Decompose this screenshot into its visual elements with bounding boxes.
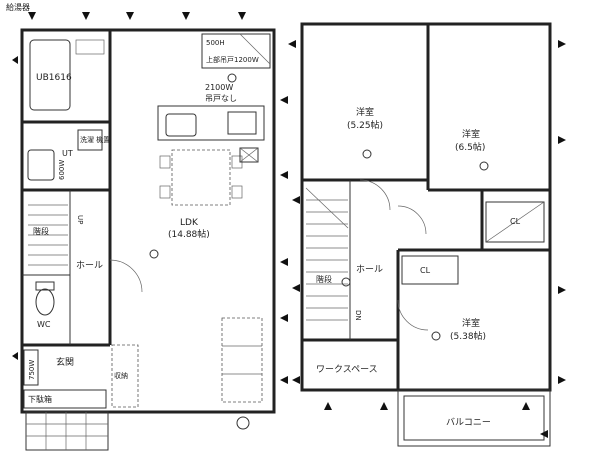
toilet-bowl — [35, 288, 55, 316]
hall-2f-label: ホール — [356, 264, 383, 275]
floor-2: 階段 DN ホール CL CL 洋室 (5.25帖) 洋室 (6.5帖) 洋室 … — [300, 22, 552, 447]
light-fixture — [479, 161, 489, 171]
kitchen-width-label: 2100W — [205, 83, 233, 92]
stairs-2f — [305, 187, 349, 321]
upper-shelf — [201, 33, 271, 69]
room2-size-label: (6.5帖) — [455, 141, 485, 153]
up-mark: UP — [76, 215, 84, 224]
porch — [25, 411, 109, 451]
room3-size-label: (5.38帖) — [450, 330, 486, 342]
closet-a-label: CL — [510, 217, 521, 226]
toilet-tank — [35, 281, 55, 291]
closet-a — [485, 201, 545, 243]
floor-2-outer-wall — [300, 22, 552, 392]
light-fixture — [227, 73, 237, 83]
hall-1f-label: ホール — [76, 260, 103, 271]
floor-1-outer-wall — [20, 28, 276, 414]
room1-size-label: (5.25帖) — [347, 119, 383, 131]
kitchen-stove — [227, 111, 257, 135]
entrance-label: 玄関 — [56, 356, 74, 368]
room3-name-label: 洋室 — [462, 317, 480, 329]
room1-name-label: 洋室 — [356, 106, 374, 118]
closet-b-label: CL — [420, 266, 431, 275]
floor-1: UB1616 洗濯 機置 UT 600W 階段 UP ホール WC 750W 玄… — [6, 2, 276, 451]
upper-cabinet-label: 上部吊戸1200W — [206, 55, 259, 64]
bathtub — [29, 39, 71, 111]
stairs-1f — [28, 204, 68, 266]
washer-space — [77, 129, 103, 151]
washer-label: 洗濯 機置 — [80, 135, 110, 144]
toilet-label: WC — [37, 320, 51, 329]
light-fixture — [362, 149, 372, 159]
balcony-outline — [397, 389, 551, 447]
floor-1-window-markers — [12, 12, 288, 384]
storage-label: 収納 — [114, 371, 128, 380]
door-swing-room1 — [359, 179, 391, 211]
ac-x-2 — [239, 147, 259, 163]
down-mark: DN — [354, 310, 362, 321]
bath-label: UB1616 — [36, 73, 72, 83]
washroom-label: UT — [62, 149, 73, 158]
balcony-inner — [403, 395, 545, 441]
dining-table — [171, 149, 231, 206]
door-swing-room2 — [397, 205, 427, 235]
shelf-width-label: 500H — [206, 39, 225, 47]
no-upper-cabinet-label: 吊戸なし — [205, 94, 237, 103]
shoe-box-label: 下駄箱 — [28, 394, 52, 404]
storage-area — [111, 344, 139, 408]
shoe-rack — [23, 349, 39, 386]
stairs-2f-label: 階段 — [316, 274, 332, 284]
chair-1 — [159, 155, 171, 169]
stairs-1f-label: 階段 — [33, 226, 49, 236]
sofa — [221, 317, 263, 403]
chair-4 — [231, 185, 243, 199]
water-heater-label: 給湯器 — [6, 2, 30, 12]
light-fixture — [341, 277, 351, 287]
room2-name-label: 洋室 — [462, 128, 480, 140]
shoe-rack-label: 750W — [28, 360, 36, 380]
kitchen-sink — [165, 113, 197, 137]
ldk-size-label: (14.88帖) — [168, 228, 210, 240]
bath-shelf — [75, 39, 105, 55]
light-fixture — [149, 249, 159, 259]
shelf-diagonal — [239, 33, 271, 65]
light-fixture — [431, 331, 441, 341]
meter-symbol — [236, 416, 250, 430]
vanity-sink — [27, 149, 55, 181]
ldk-name-label: LDK — [180, 218, 199, 228]
closet-a-diagonal — [485, 201, 545, 243]
floor-2-window-markers — [288, 40, 566, 438]
balcony-label: バルコニー — [446, 417, 491, 428]
workspace-label: ワークスペース — [316, 364, 378, 375]
ac-unit — [239, 147, 259, 163]
hall-door-swing — [109, 259, 143, 293]
closet-b — [401, 255, 459, 285]
kitchen-counter — [157, 105, 265, 141]
shoe-box — [23, 389, 107, 409]
vanity-width-label: 600W — [58, 160, 66, 180]
chair-2 — [159, 185, 171, 199]
door-swing-room3 — [397, 299, 429, 331]
